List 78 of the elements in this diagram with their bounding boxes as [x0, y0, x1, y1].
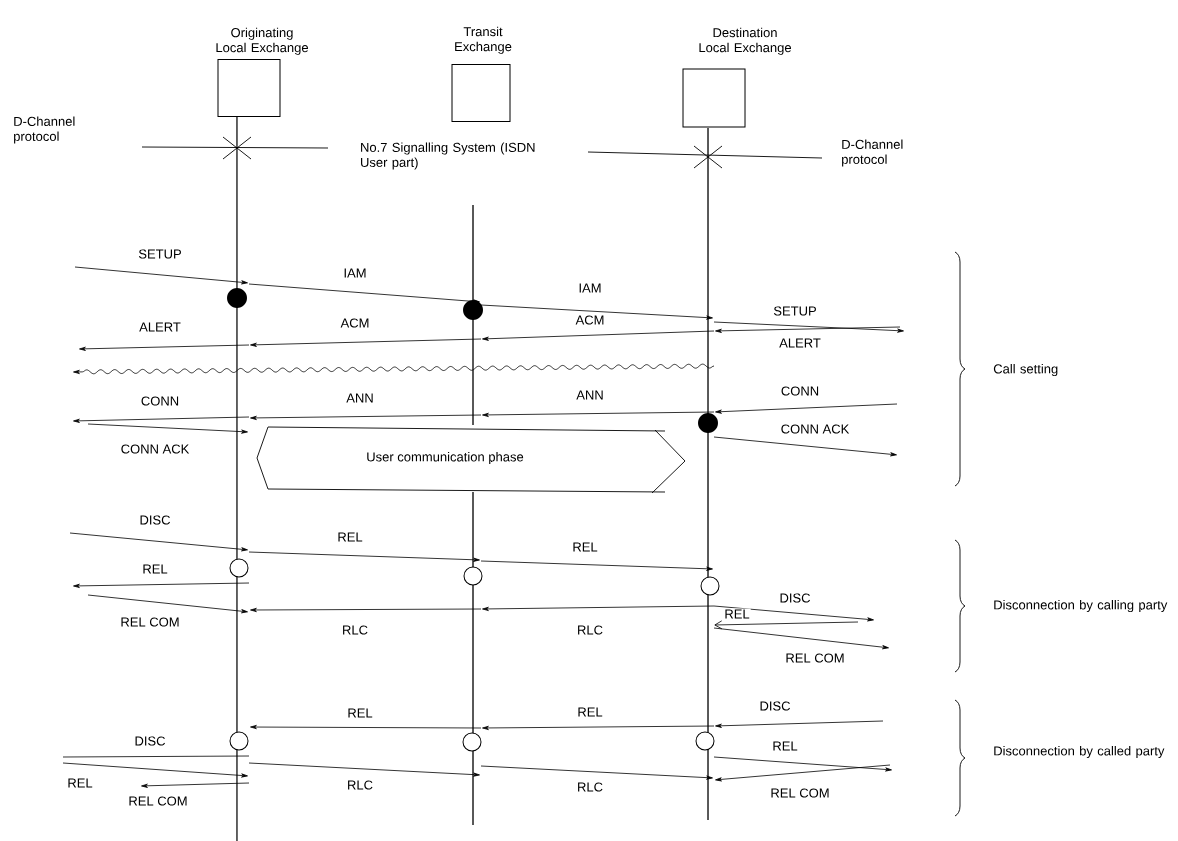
message-arrow [480, 765, 713, 780]
message-arrow [250, 414, 482, 420]
edge-label: ALERT [138, 321, 182, 333]
message-arrow [250, 607, 482, 613]
message-arrow [482, 411, 715, 417]
edge-label: REL [141, 563, 169, 575]
message-arrow [74, 266, 248, 285]
message-arrow [250, 725, 482, 730]
message-arrow [248, 283, 480, 304]
edge-label: REL COM [119, 616, 181, 628]
edge-label: REL COM [784, 652, 846, 664]
annotation: D-Channel protocol [842, 139, 903, 167]
edge-label: ALERT [778, 337, 822, 349]
exchange-label: Destination Local Exchange [699, 27, 791, 55]
edge-label: DISC [138, 514, 172, 526]
message-arrow [713, 756, 892, 772]
message-arrow [62, 762, 248, 778]
message-arrow [713, 605, 874, 622]
edge-label: DISC [778, 592, 812, 604]
annotation: Call setting [993, 363, 1058, 377]
edge-label: SETUP [137, 248, 183, 260]
message-arrow [79, 344, 250, 351]
exchange-label: Transit Exchange [455, 26, 512, 54]
edge-label: CONN [139, 395, 181, 407]
edge-label: IAM [342, 267, 368, 279]
message-arrow [715, 720, 884, 728]
phase-label: User communication phase [367, 451, 524, 465]
message-arrow [250, 338, 482, 347]
message-arrow [715, 764, 891, 782]
edge-label: ACM [574, 314, 606, 326]
edge-label: ANN [345, 392, 375, 404]
edge-label: DISC [758, 700, 792, 712]
message-arrow [73, 416, 250, 423]
message-arrow [713, 436, 897, 457]
annotation: Disconnection by calling party [994, 599, 1168, 613]
edge-label: REL [771, 740, 799, 752]
message-arrow [87, 423, 248, 434]
message-arrow [482, 330, 715, 341]
edge-label: CONN ACK [119, 443, 191, 455]
exchange-label: Originating Local Exchange [216, 27, 308, 55]
message-arrow [713, 627, 889, 650]
edge-label: ACM [339, 317, 371, 329]
edge-label: DISC [133, 735, 167, 747]
message-arrow [73, 582, 250, 588]
message-arrow [480, 304, 713, 320]
annotation: D-Channel protocol [14, 116, 75, 144]
edge-label: RLC [346, 779, 374, 791]
message-arrow [715, 403, 898, 414]
message-arrow [480, 560, 713, 571]
message-arrow [248, 551, 480, 562]
message-arrow [714, 620, 859, 630]
edge-label: REL [576, 706, 604, 718]
annotation: No.7 Signalling System (ISDN User part) [361, 142, 535, 170]
annotation: Disconnection by called party [994, 745, 1165, 759]
edge-label: REL [336, 531, 364, 543]
edge-label: REL COM [769, 787, 831, 799]
edge-label: RLC [576, 624, 604, 636]
edge-label: CONN [779, 385, 821, 397]
edge-label: CONN ACK [779, 423, 851, 435]
edge-label: REL [346, 707, 374, 719]
edge-label: IAM [577, 282, 603, 294]
message-arrow [87, 594, 248, 614]
message-arrow [73, 363, 715, 375]
edge-label: RLC [576, 781, 604, 793]
edge-label: REL COM [127, 795, 189, 807]
edge-label: SETUP [772, 305, 818, 317]
message-arrow [248, 762, 480, 777]
edge-label: ANN [575, 389, 605, 401]
message-arrow [482, 605, 715, 611]
message-arrow [69, 532, 248, 552]
edge-label: REL [571, 541, 599, 553]
edge-label: RLC [341, 624, 369, 636]
edge-label: REL [66, 777, 94, 789]
edge-label: REL [723, 608, 751, 620]
message-arrow [713, 321, 904, 333]
message-arrow [715, 326, 901, 333]
message-arrow [141, 782, 250, 788]
message-arrow [482, 725, 715, 730]
